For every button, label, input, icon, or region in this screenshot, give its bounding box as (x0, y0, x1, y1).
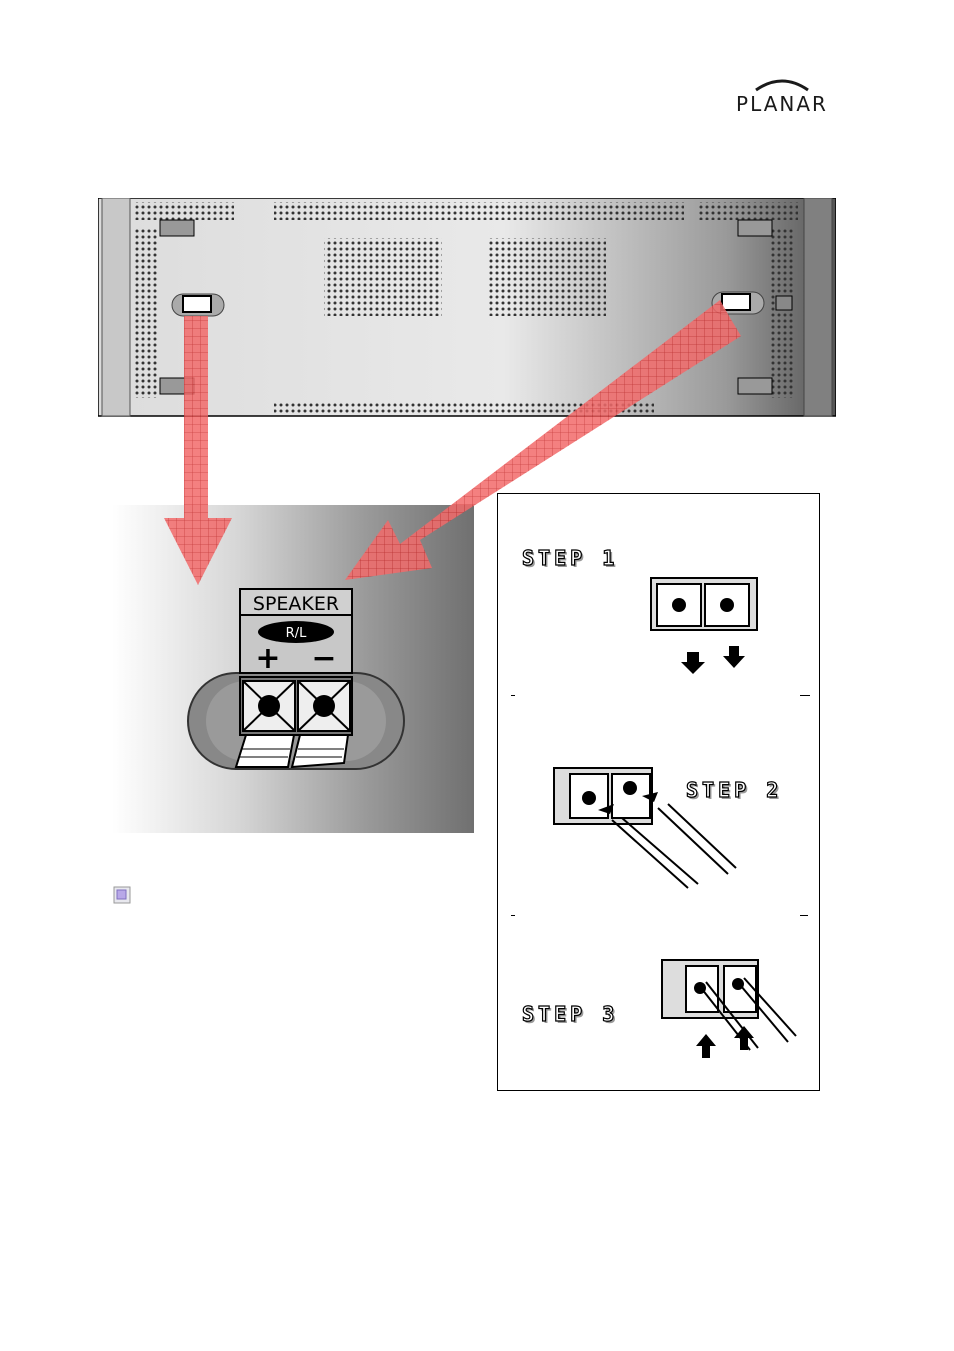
wiring-steps-panel: STEP 1 STEP 2 STEP 3 (497, 493, 820, 1091)
plus-label: + (255, 641, 280, 676)
display-back-panel (98, 198, 836, 418)
channel-label: R/L (286, 626, 307, 641)
step-2-illustration (548, 764, 748, 894)
speaker-label: SPEAKER (253, 593, 339, 615)
speaker-terminal-illustration: SPEAKER R/L + − (112, 505, 474, 833)
planar-logo: PLANAR (722, 74, 842, 118)
step-3-illustration (658, 954, 798, 1064)
step-3-label: STEP 3 (522, 1002, 618, 1026)
step-1-label: STEP 1 (522, 546, 618, 570)
minus-label: − (311, 641, 336, 676)
logo-arc-icon (722, 74, 842, 94)
embedded-file-icon[interactable] (113, 886, 131, 904)
step-1-illustration (643, 566, 763, 676)
speaker-terminal-closeup: SPEAKER R/L + − (112, 505, 474, 833)
logo-text: PLANAR (722, 92, 842, 116)
